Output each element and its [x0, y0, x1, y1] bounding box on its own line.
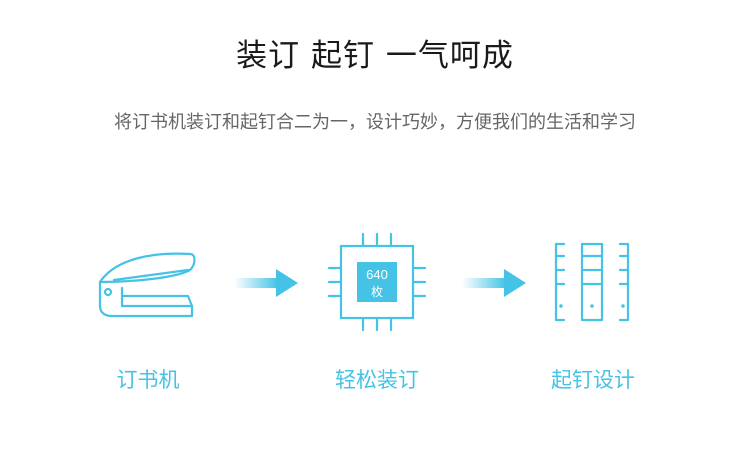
chip-icon: 640 枚 — [327, 232, 427, 332]
step-label-stapler: 订书机 — [116, 368, 180, 392]
arrow-right-icon — [462, 269, 526, 297]
step-label-binding: 轻松装订 — [335, 368, 419, 392]
chip-unit: 枚 — [371, 284, 383, 299]
stapler-icon — [98, 252, 196, 318]
chip-count: 640 — [366, 267, 388, 282]
page-subtitle: 将订书机装订和起钉合二为一，设计巧妙，方便我们的生活和学习 — [114, 112, 636, 133]
arrow-right-icon — [234, 269, 298, 297]
step-label-unstaple: 起钉设计 — [551, 368, 635, 392]
staple-rows-icon — [554, 242, 630, 322]
page-title: 装订 起钉 一气呵成 — [236, 38, 514, 74]
